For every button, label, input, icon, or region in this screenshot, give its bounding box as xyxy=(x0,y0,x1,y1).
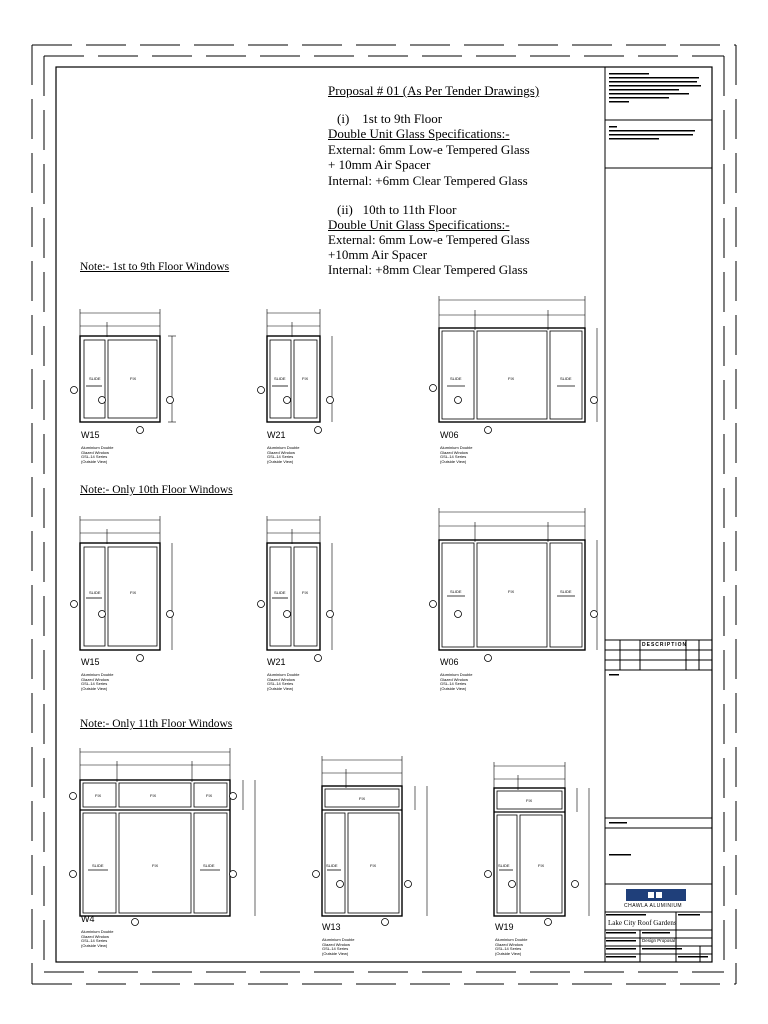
window-tag-w15: W15 xyxy=(81,657,100,667)
window-tag-w15: W15 xyxy=(81,430,100,440)
slide-label: SLIDE xyxy=(326,863,338,868)
fix-label: FIX xyxy=(152,863,159,868)
company-name: CHAWLA ALUMINIUM xyxy=(624,903,683,909)
window-description: Aluminium Double Glazed Window GSL-14 Se… xyxy=(81,445,114,464)
slide-label: SLIDE xyxy=(92,863,104,868)
window-w19-drawing xyxy=(484,762,590,926)
window-tag-w13: W13 xyxy=(322,922,341,932)
slide-label: SLIDE xyxy=(89,376,101,381)
fix-label: FIX xyxy=(508,589,515,594)
slide-label: SLIDE xyxy=(450,589,462,594)
window-tag-w21: W21 xyxy=(267,657,286,667)
proposal-title: Proposal # 01 (As Per Tender Drawings) xyxy=(328,83,540,98)
spec-2-line-1: External: 6mm Low-e Tempered Glass xyxy=(328,232,530,247)
window-w06-row1-drawing xyxy=(429,296,598,434)
spec-label-1: Double Unit Glass Specifications:- xyxy=(328,126,510,141)
fix-label: FIX xyxy=(150,793,157,798)
fix-label: FIX xyxy=(206,793,213,798)
window-description: Aluminium Double Glazed Window GSL-14 Se… xyxy=(322,937,355,956)
slide-label: SLIDE xyxy=(560,376,572,381)
spec-2-line-2: +10mm Air Spacer xyxy=(328,247,428,262)
window-w21-row2-drawing xyxy=(257,516,334,662)
slide-label: SLIDE xyxy=(560,589,572,594)
fix-label: FIX xyxy=(370,863,377,868)
window-w15-row1-drawing xyxy=(70,309,176,434)
slide-label: SLIDE xyxy=(89,590,101,595)
spec-1-line-1: External: 6mm Low-e Tempered Glass xyxy=(328,142,530,157)
slide-label: SLIDE xyxy=(274,376,286,381)
company-logo xyxy=(626,889,686,901)
project-name: Lake City Roof Gardens xyxy=(608,919,677,927)
spec-1-line-3: Internal: +6mm Clear Tempered Glass xyxy=(328,173,528,188)
window-w4-drawing xyxy=(69,748,256,926)
window-tag-w21: W21 xyxy=(267,430,286,440)
window-w06-row2-drawing xyxy=(429,508,598,662)
fix-label: FIX xyxy=(526,798,533,803)
fix-label: FIX xyxy=(508,376,515,381)
note-floor-10: Note:- Only 10th Floor Windows xyxy=(80,484,233,496)
fix-label: FIX xyxy=(359,796,366,801)
window-description: Aluminium Double Glazed Window GSL-14 Se… xyxy=(440,672,473,691)
window-description: Aluminium Double Glazed Window GSL-14 Se… xyxy=(440,445,473,464)
spec-1-line-2: + 10mm Air Spacer xyxy=(328,157,431,172)
window-w13-drawing xyxy=(312,756,428,926)
note-floor-11: Note:- Only 11th Floor Windows xyxy=(80,718,233,730)
drawing-title: Design Proposal xyxy=(642,938,676,943)
spec-2-line-3: Internal: +8mm Clear Tempered Glass xyxy=(328,262,528,277)
window-description: Aluminium Double Glazed Window GSL-14 Se… xyxy=(81,929,114,948)
window-w21-row1-drawing xyxy=(257,309,334,434)
window-tag-w19: W19 xyxy=(495,922,514,932)
slide-label: SLIDE xyxy=(274,590,286,595)
window-description: Aluminium Double Glazed Window GSL-14 Se… xyxy=(267,672,300,691)
fix-label: FIX xyxy=(302,376,309,381)
note-floors-1-9: Note:- 1st to 9th Floor Windows xyxy=(80,261,230,273)
window-tag-w4: W4 xyxy=(81,914,95,924)
floor-range-2-heading: (ii) 10th to 11th Floor xyxy=(337,202,457,217)
spec-label-2: Double Unit Glass Specifications:- xyxy=(328,217,510,232)
window-w15-row2-drawing xyxy=(70,516,174,662)
window-description: Aluminium Double Glazed Window GSL-14 Se… xyxy=(495,937,528,956)
window-description: Aluminium Double Glazed Window GSL-14 Se… xyxy=(267,445,300,464)
slide-label: SLIDE xyxy=(203,863,215,868)
window-description: Aluminium Double Glazed Window GSL-14 Se… xyxy=(81,672,114,691)
revision-description-header: DESCRIPTION xyxy=(642,642,688,648)
slide-label: SLIDE xyxy=(450,376,462,381)
floor-range-1-heading: (i) 1st to 9th Floor xyxy=(337,111,443,126)
fix-label: FIX xyxy=(130,590,137,595)
fix-label: FIX xyxy=(302,590,309,595)
window-tag-w06: W06 xyxy=(440,657,459,667)
window-tag-w06: W06 xyxy=(440,430,459,440)
slide-label: SLIDE xyxy=(498,863,510,868)
fix-label: FIX xyxy=(95,793,102,798)
fix-label: FIX xyxy=(538,863,545,868)
fix-label: FIX xyxy=(130,376,137,381)
